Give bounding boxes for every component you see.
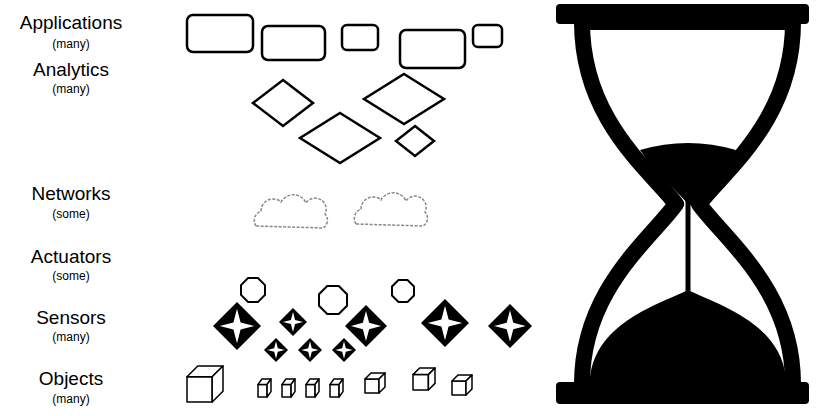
- hourglass: [556, 4, 809, 404]
- sensor-symbol: [332, 338, 356, 362]
- object-cube: [258, 379, 271, 397]
- layer-count: (many): [52, 393, 89, 405]
- sensor-symbol: [421, 299, 469, 347]
- layer-count: (many): [52, 38, 89, 50]
- hourglass-stream: [686, 200, 691, 292]
- actuator-octagon: [319, 286, 347, 314]
- sensor-symbol: [279, 308, 307, 336]
- object-cube: [365, 373, 385, 393]
- object-cube: [187, 366, 223, 402]
- hourglass-bottom-bar: [556, 382, 809, 404]
- sensor-symbol: [488, 304, 532, 348]
- layer-name: Actuators: [31, 247, 111, 266]
- object-cube: [282, 379, 295, 397]
- application-box: [473, 25, 502, 47]
- analytics-diamond: [364, 74, 444, 124]
- hourglass-top-bar: [556, 4, 809, 24]
- layer-name: Sensors: [36, 308, 106, 327]
- analytics-diamond: [300, 113, 380, 163]
- network-cloud: [254, 195, 327, 228]
- layer-name: Analytics: [33, 60, 109, 79]
- object-cube: [413, 368, 435, 390]
- layer-name: Objects: [39, 369, 103, 388]
- hourglass-glass: [582, 22, 793, 384]
- analytics-diamond: [253, 80, 313, 126]
- application-box: [262, 26, 325, 60]
- object-cube: [306, 379, 319, 397]
- application-box: [400, 30, 465, 68]
- actuator-octagon: [392, 280, 414, 302]
- sensor-symbol: [264, 338, 288, 362]
- actuator-octagon: [241, 278, 265, 302]
- sensor-symbol: [345, 305, 387, 347]
- object-cube: [330, 379, 343, 397]
- application-box: [342, 25, 378, 50]
- application-box: [187, 15, 253, 52]
- hourglass-lower-sand: [590, 290, 786, 378]
- sensor-symbol: [213, 302, 261, 350]
- layer-count: (some): [52, 208, 89, 220]
- analytics-diamond: [396, 126, 434, 156]
- layer-name: Applications: [20, 13, 122, 32]
- layer-count: (some): [52, 270, 89, 282]
- object-cube: [452, 375, 472, 395]
- layer-name: Networks: [31, 184, 110, 203]
- layer-count: (many): [52, 83, 89, 95]
- hourglass-upper-sand: [640, 143, 736, 206]
- network-cloud: [354, 193, 427, 226]
- layer-count: (many): [52, 331, 89, 343]
- sensor-symbol: [298, 338, 322, 362]
